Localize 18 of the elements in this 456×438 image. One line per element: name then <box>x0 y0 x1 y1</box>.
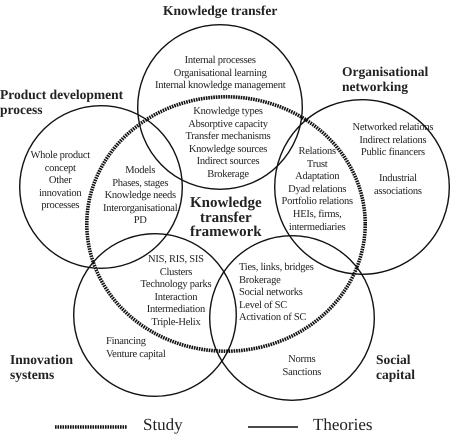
topic-list: Ties, links, bridges Brokerage Social networks Level of SC Activation of SC <box>239 262 314 325</box>
circle-heading: Knowledge transfer framework <box>190 196 262 240</box>
circle-heading: Innovation systems <box>10 352 74 382</box>
circle-heading: Organisational networking <box>342 64 428 94</box>
topic-list: Financing Venture capital <box>106 336 166 362</box>
topic-list: NIS, RIS, SIS Clusters Technology parks Interaction Intermediation Triple-Helix <box>140 254 212 330</box>
topic-list: Knowledge types Absorptive capacity Transfer mechanisms Knowledge sources Indirect sources Brokerage <box>186 106 270 182</box>
circle-heading: Social capital <box>376 352 415 382</box>
circle-heading: Knowledge transfer <box>163 3 278 18</box>
legend-label: Theories <box>313 415 372 435</box>
topic-list: Models Phases, stages Knowledge needs Interorganisational PD <box>103 165 178 228</box>
circle-heading: Product development process <box>0 87 124 117</box>
topic-list: Industrial associations <box>374 173 422 198</box>
topic-list: Whole product concept Other innovation processes <box>30 150 90 213</box>
topic-list: Internal processes Organisational learning Internal knowledge management <box>155 55 286 93</box>
topic-list: Norms Sanctions <box>282 354 322 380</box>
legend-label: Study <box>143 415 183 435</box>
topic-list: Relations Trust Adaptation Dyad relations Portfolio relations HEIs, firms, intermediaries <box>282 146 353 234</box>
